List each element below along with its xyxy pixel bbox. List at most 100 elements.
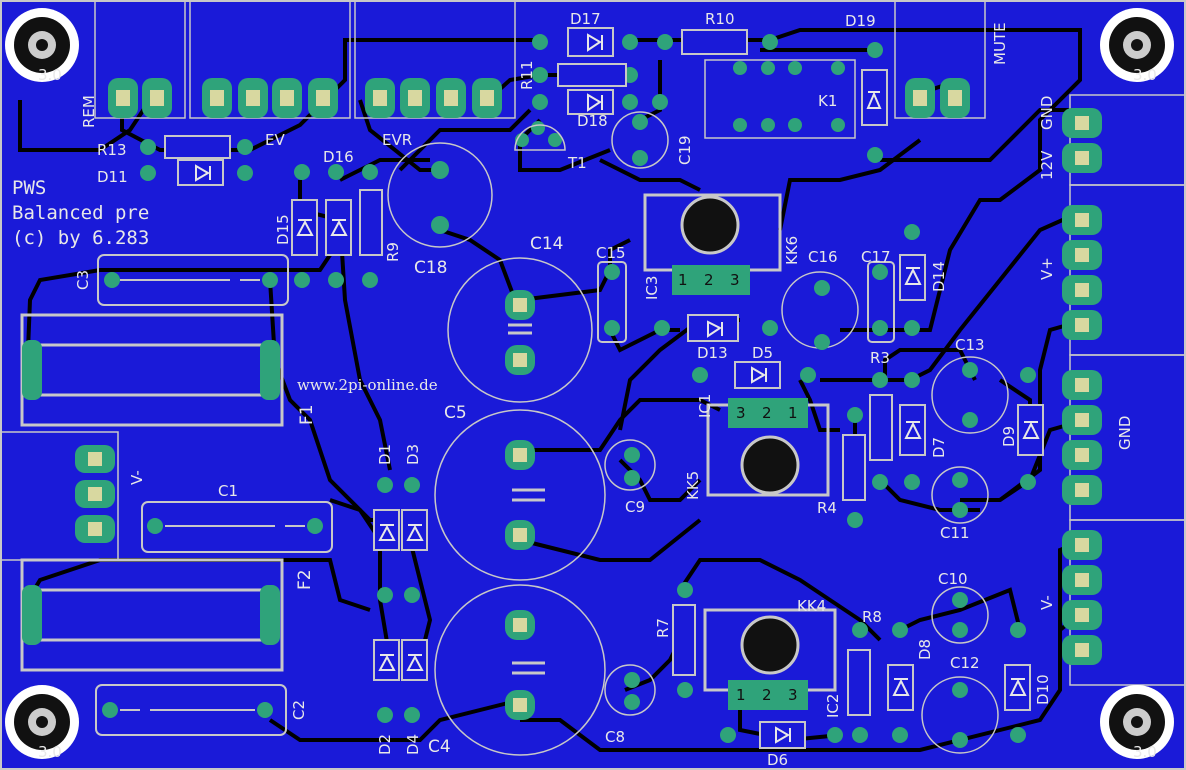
part-label: D3 xyxy=(404,444,422,465)
connector-labels: REM EV EVR MUTE GND 12V V+ GND V- V- xyxy=(80,22,1134,610)
board-copyright: (c) by 6.283 xyxy=(12,227,149,249)
capacitor-outlines xyxy=(387,111,1009,756)
board-subtitle: Balanced pre xyxy=(12,202,149,224)
part-label: D6 xyxy=(767,751,788,769)
hole-label: 3.0 xyxy=(38,66,62,84)
part-label: C2 xyxy=(290,700,308,720)
part-labels: D17 R10 D19 R11 D18 K1 C19 T1 R13 D11 D1… xyxy=(74,10,1052,769)
pin-number: 3 xyxy=(736,404,746,422)
part-label: R9 xyxy=(384,242,402,262)
part-label: D15 xyxy=(274,214,292,245)
pin-number: 2 xyxy=(762,686,772,704)
diode-bodies xyxy=(177,27,1044,749)
rem-label: REM xyxy=(80,95,98,128)
part-label: IC1 xyxy=(696,394,714,418)
round-pads xyxy=(102,34,1036,748)
vminus-left-label: V- xyxy=(128,470,146,485)
mounting-hole-icon: 3.0 xyxy=(5,685,79,761)
part-label: F2 xyxy=(295,569,315,590)
part-label: C8 xyxy=(605,728,625,746)
part-label: C12 xyxy=(950,654,980,672)
ev-label: EV xyxy=(265,131,285,149)
part-label: D7 xyxy=(930,437,948,458)
pin-number: 3 xyxy=(788,686,798,704)
hole-label: 3.0 xyxy=(1133,66,1157,84)
vplus-label: V+ xyxy=(1038,257,1056,280)
part-label: D13 xyxy=(697,344,728,362)
part-label: C3 xyxy=(74,270,92,290)
part-label: C11 xyxy=(940,524,970,542)
part-label: C4 xyxy=(428,737,451,757)
part-label: D17 xyxy=(570,10,601,28)
mounting-holes: 3.0 3.0 3.0 3.0 xyxy=(5,8,1174,761)
part-label: KK5 xyxy=(684,471,702,500)
vminus-right-label: V- xyxy=(1038,595,1056,610)
part-label: R13 xyxy=(97,141,127,159)
mounting-hole-icon: 3.0 xyxy=(1100,8,1174,84)
mounting-hole-icon: 3.0 xyxy=(1100,685,1174,761)
evr-label: EVR xyxy=(382,131,412,149)
part-label: D9 xyxy=(1000,426,1018,447)
part-label: D10 xyxy=(1034,674,1052,705)
part-label: D8 xyxy=(916,639,934,660)
pin-number: 3 xyxy=(730,271,740,289)
pin-number: 1 xyxy=(736,686,746,704)
part-label: C10 xyxy=(938,570,968,588)
diode-icons xyxy=(195,33,1040,744)
part-label: C13 xyxy=(955,336,985,354)
pin-number: 2 xyxy=(762,404,772,422)
part-label: D19 xyxy=(845,12,876,30)
ic-pads xyxy=(672,265,808,710)
connector-pad-centers xyxy=(88,90,1089,712)
gnd-top-label: GND xyxy=(1038,96,1056,130)
v12-label: 12V xyxy=(1038,150,1056,180)
part-label: C16 xyxy=(808,248,838,266)
part-label: KK4 xyxy=(797,597,826,615)
part-label: K1 xyxy=(818,92,837,110)
part-label: IC2 xyxy=(824,694,842,718)
website-url: www.2pi-online.de xyxy=(297,376,438,394)
part-label: D14 xyxy=(930,261,948,292)
part-label: D11 xyxy=(97,168,128,186)
part-label: R11 xyxy=(518,60,536,90)
resistor-bodies xyxy=(164,29,893,716)
part-label: D1 xyxy=(376,444,394,465)
part-label: IC3 xyxy=(643,276,661,300)
part-label: T1 xyxy=(567,154,587,172)
part-label: D4 xyxy=(404,734,422,755)
part-label: R8 xyxy=(862,608,882,626)
part-label: C5 xyxy=(444,403,467,423)
ic-pin-labels: 1 2 3 3 2 1 1 2 3 xyxy=(678,271,798,704)
hole-label: 3.0 xyxy=(1133,743,1157,761)
part-label: R4 xyxy=(817,499,837,517)
part-label: D2 xyxy=(376,734,394,755)
part-label: C18 xyxy=(414,258,448,278)
part-label: R10 xyxy=(705,10,735,28)
part-label: R7 xyxy=(654,618,672,638)
mounting-hole-icon: 3.0 xyxy=(5,8,79,84)
part-label: D18 xyxy=(577,112,608,130)
part-label: R3 xyxy=(870,349,890,367)
part-label: D5 xyxy=(752,344,773,362)
part-label: C17 xyxy=(861,248,891,266)
heatsink-outlines xyxy=(643,193,837,692)
part-label: C15 xyxy=(596,244,626,262)
silkscreen-branding: PWS Balanced pre (c) by 6.283 www.2pi-on… xyxy=(12,177,438,394)
pin-number: 1 xyxy=(788,404,798,422)
part-label: KK6 xyxy=(783,236,801,265)
part-label: C1 xyxy=(218,482,238,500)
mute-label: MUTE xyxy=(991,22,1009,65)
pin-number: 1 xyxy=(678,271,688,289)
part-label: F1 xyxy=(297,404,317,425)
film-capacitor-bodies xyxy=(95,254,895,736)
part-label: C9 xyxy=(625,498,645,516)
part-label: C14 xyxy=(530,234,564,254)
part-label: D16 xyxy=(323,148,354,166)
board-title: PWS xyxy=(12,177,46,199)
pin-number: 2 xyxy=(704,271,714,289)
connector-outlines xyxy=(0,0,1186,686)
misc-outlines xyxy=(508,124,566,675)
hole-label: 3.0 xyxy=(38,743,62,761)
